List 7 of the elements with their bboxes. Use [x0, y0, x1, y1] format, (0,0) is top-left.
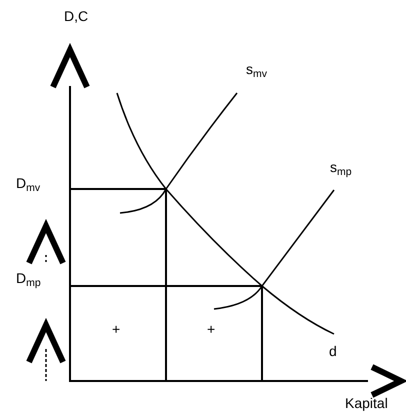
curve-label: d	[329, 344, 337, 358]
axis-label: Kapital	[345, 396, 388, 410]
plus-sign: +	[207, 322, 216, 336]
axis-value-label: D$_{mv}$	[16, 176, 40, 190]
plus-sign: +	[112, 322, 120, 336]
curve-label: s$_{mv}$	[246, 62, 267, 76]
axis-label: D,C	[64, 9, 88, 23]
